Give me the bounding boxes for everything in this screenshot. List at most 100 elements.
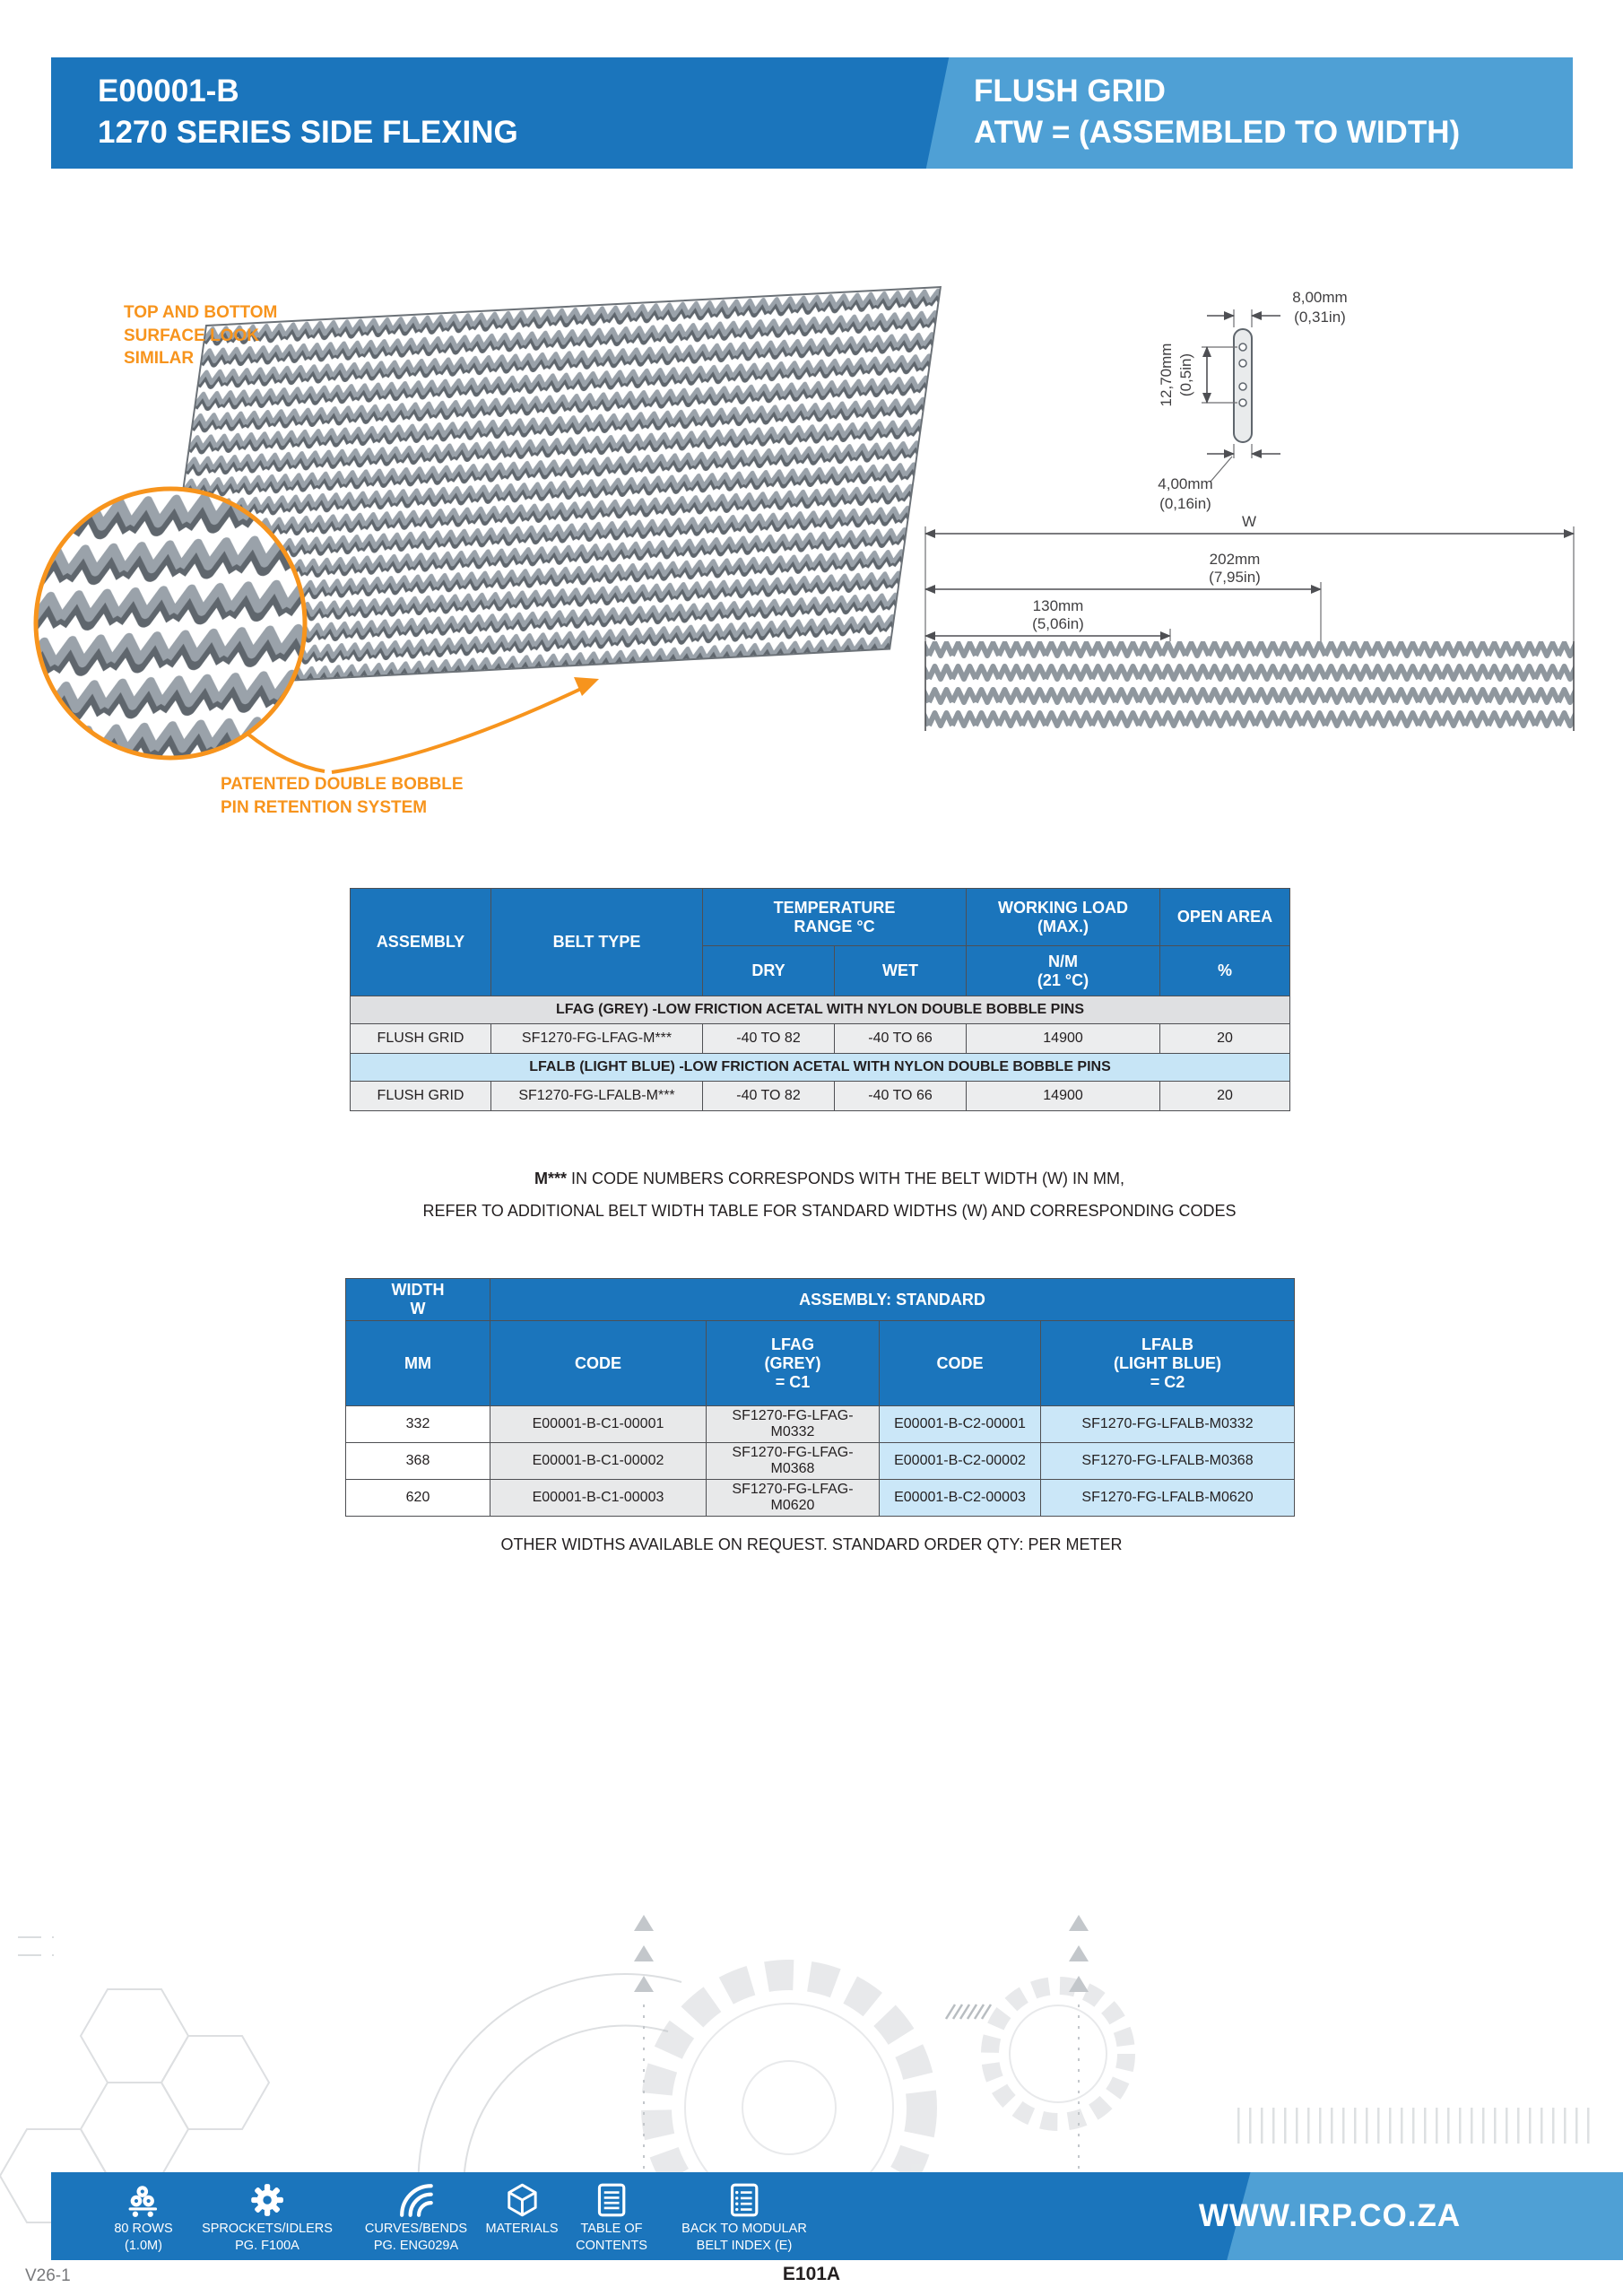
footer-dark-panel	[51, 2172, 1251, 2260]
code-note-bold: M***	[534, 1170, 567, 1187]
width-header-row-2: MM CODE LFAG (GREY) = C1 CODE LFALB (LIG…	[345, 1320, 1295, 1406]
toc-icon	[597, 2183, 626, 2217]
dim-pin-width-mm: 8,00mm	[1292, 289, 1347, 306]
col-open-area: OPEN AREA	[1159, 888, 1291, 946]
code-note-line-1: M*** IN CODE NUMBERS CORRESPONDS WITH TH…	[90, 1162, 1569, 1195]
cell-belt-type: SF1270-FG-LFALB-M***	[490, 1081, 703, 1111]
belt-style: FLUSH GRID	[974, 74, 1166, 109]
footer-item-table-of-contents[interactable]: TABLE OF CONTENTS	[576, 2181, 647, 2255]
col-load-unit: N/M (21 °C)	[966, 945, 1161, 996]
spec-table: ASSEMBLY BELT TYPE TEMPERATURE RANGE °C …	[349, 888, 1291, 1111]
belt-plan-drawing: W 202mm (7,95in) 130mm (5,06in)	[924, 513, 1575, 731]
col-width-w: WIDTH W	[345, 1278, 490, 1321]
leader-arrowhead-icon	[574, 677, 599, 696]
callout-circle-ring	[33, 486, 308, 761]
pin-note-leader-line	[331, 686, 584, 774]
cell-open-area: 20	[1159, 1023, 1291, 1054]
footer-label: SPROCKETS/IDLERS	[202, 2222, 333, 2236]
width-row: 368 E00001-B-C1-00002 SF1270-FG-LFAG-M03…	[345, 1442, 1295, 1480]
cell-lfalb: SF1270-FG-LFALB-M0368	[1040, 1442, 1295, 1480]
footer-label: PG. F100A	[235, 2238, 299, 2253]
cell-load: 14900	[966, 1023, 1161, 1054]
band-label: LFALB (LIGHT BLUE) -LOW FRICTION ACETAL …	[349, 1053, 1291, 1082]
width-row: 332 E00001-B-C1-00001 SF1270-FG-LFAG-M03…	[345, 1405, 1295, 1443]
series-title: 1270 SERIES SIDE FLEXING	[98, 115, 518, 151]
header-left-title: E00001-B 1270 SERIES SIDE FLEXING	[98, 71, 518, 153]
belt-plan-mesh	[925, 641, 1574, 731]
col-code-c1: CODE	[490, 1320, 707, 1406]
col-working-load: WORKING LOAD (MAX.)	[966, 888, 1161, 946]
col-lfag-c1: LFAG (GREY) = C1	[706, 1320, 880, 1406]
cell-assembly: FLUSH GRID	[350, 1023, 491, 1054]
footer-item-80-rows[interactable]: 80 ROWS (1.0M)	[114, 2181, 173, 2255]
footer-label: BACK TO MODULAR	[681, 2222, 807, 2236]
assembly-note: ATW = (ASSEMBLED TO WIDTH)	[974, 115, 1461, 151]
cell-lfag: SF1270-FG-LFAG-M0332	[706, 1405, 880, 1443]
cell-load: 14900	[966, 1081, 1161, 1111]
curves-icon	[400, 2184, 433, 2217]
cell-assembly: FLUSH GRID	[350, 1081, 491, 1111]
col-belt-type: BELT TYPE	[490, 888, 703, 996]
col-dry: DRY	[702, 945, 835, 996]
cell-mm: 368	[345, 1442, 490, 1480]
footer-label: 80 ROWS	[114, 2222, 173, 2236]
footer-item-sprockets[interactable]: SPROCKETS/IDLERS PG. F100A	[202, 2181, 333, 2255]
website-link[interactable]: WWW.IRP.CO.ZA	[1198, 2198, 1462, 2233]
cell-code-c1: E00001-B-C1-00003	[490, 1479, 707, 1517]
surface-note-label: TOP AND BOTTOM SURFACE LOOK SIMILAR	[124, 303, 278, 369]
dim-pin-width-in: (0,31in)	[1294, 309, 1346, 326]
dim-pitch-mm: 12,70mm	[1158, 344, 1175, 407]
page-code-label: E101A	[782, 2264, 841, 2284]
footer-label: MATERIALS	[485, 2222, 559, 2236]
cell-mm: 620	[345, 1479, 490, 1517]
footer-label: CONTENTS	[576, 2238, 647, 2253]
pin-note-label: PATENTED DOUBLE BOBBLE PIN RETENTION SYS…	[221, 775, 464, 817]
cell-code-c2: E00001-B-C2-00001	[879, 1405, 1041, 1443]
cell-wet: -40 TO 66	[833, 1081, 968, 1111]
cell-code-c2: E00001-B-C2-00002	[879, 1442, 1041, 1480]
footer-label: CURVES/BENDS	[364, 2222, 468, 2236]
cell-lfalb: SF1270-FG-LFALB-M0620	[1040, 1479, 1295, 1517]
dim-repeat-in: (7,95in)	[1209, 569, 1261, 586]
sprocket-icon	[251, 2184, 283, 2216]
band-label: LFAG (GREY) -LOW FRICTION ACETAL WITH NY…	[349, 996, 1291, 1024]
cell-belt-type: SF1270-FG-LFAG-M***	[490, 1023, 703, 1054]
callout-leader-line	[246, 732, 325, 773]
cell-lfag: SF1270-FG-LFAG-M0620	[706, 1479, 880, 1517]
belt-illustration	[33, 286, 942, 774]
footer-label: BELT INDEX (E)	[696, 2238, 793, 2253]
material-band-lfalb: LFALB (LIGHT BLUE) -LOW FRICTION ACETAL …	[349, 1053, 1291, 1082]
doc-code: E00001-B	[98, 74, 239, 109]
header-right-title: FLUSH GRID ATW = (ASSEMBLED TO WIDTH)	[974, 71, 1460, 153]
cell-code-c1: E00001-B-C1-00002	[490, 1442, 707, 1480]
code-note-rest: IN CODE NUMBERS CORRESPONDS WITH THE BEL…	[567, 1170, 1125, 1187]
cell-open-area: 20	[1159, 1081, 1291, 1111]
col-assembly: ASSEMBLY	[350, 888, 491, 996]
dim-pin-dia-mm: 4,00mm	[1158, 475, 1212, 492]
code-note: M*** IN CODE NUMBERS CORRESPONDS WITH TH…	[90, 1162, 1569, 1227]
cell-lfag: SF1270-FG-LFAG-M0368	[706, 1442, 880, 1480]
footer-item-belt-index[interactable]: BACK TO MODULAR BELT INDEX (E)	[681, 2181, 807, 2255]
spec-row-lfalb: FLUSH GRID SF1270-FG-LFALB-M*** -40 TO 8…	[350, 1081, 1291, 1111]
spec-row-lfag: FLUSH GRID SF1270-FG-LFAG-M*** -40 TO 82…	[350, 1023, 1291, 1054]
cell-dry: -40 TO 82	[702, 1023, 835, 1054]
col-lfalb-c2: LFALB (LIGHT BLUE) = C2	[1040, 1320, 1295, 1406]
dim-pin-dia-in: (0,16in)	[1159, 495, 1211, 512]
dimension-drawing: 8,00mm (0,31in) 12,70mm (0,5in) 4,00mm (…	[924, 289, 1575, 731]
width-note: OTHER WIDTHS AVAILABLE ON REQUEST. STAND…	[500, 1535, 1123, 1553]
spec-header-row-1: ASSEMBLY BELT TYPE TEMPERATURE RANGE °C …	[350, 888, 1291, 996]
index-icon	[730, 2183, 759, 2217]
spec-header-row-2: DRY WET N/M (21 °C) %	[351, 945, 1291, 996]
header-band: E00001-B 1270 SERIES SIDE FLEXING FLUSH …	[51, 57, 1573, 169]
col-temperature: TEMPERATURE RANGE °C	[701, 888, 968, 946]
footer-item-materials[interactable]: MATERIALS	[485, 2181, 559, 2238]
footer-item-curves[interactable]: CURVES/BENDS PG. ENG029A	[365, 2181, 467, 2255]
col-assembly-standard: ASSEMBLY: STANDARD	[490, 1278, 1295, 1321]
col-mm: MM	[345, 1320, 490, 1406]
header-dark-panel	[51, 57, 950, 169]
cell-lfalb: SF1270-FG-LFALB-M0332	[1040, 1405, 1295, 1443]
footer-band: 80 ROWS (1.0M) SPROCKETS/IDLERS	[51, 2172, 1623, 2260]
cell-code-c2: E00001-B-C2-00003	[879, 1479, 1041, 1517]
footer-label: (1.0M)	[125, 2238, 162, 2253]
